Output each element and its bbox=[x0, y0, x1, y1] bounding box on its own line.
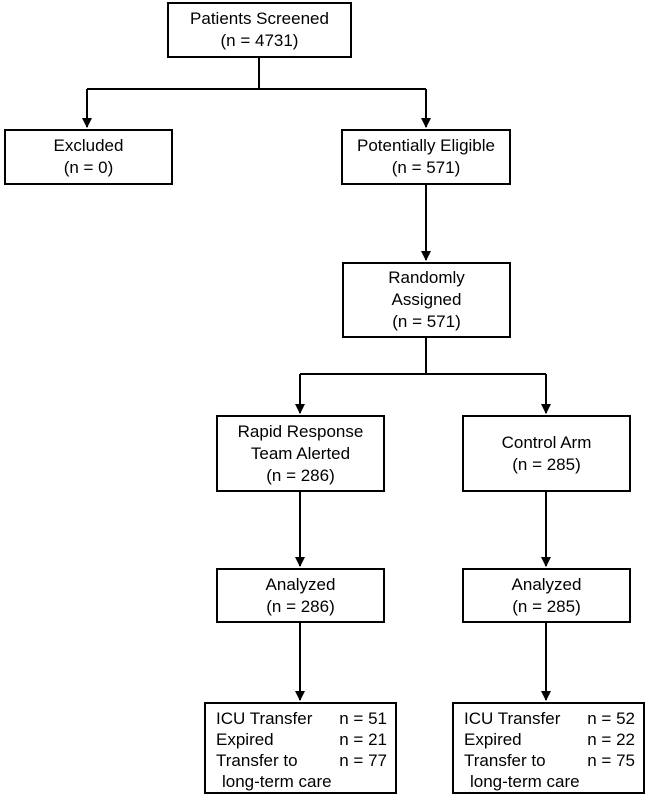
outcomes-rrt-box: ICU Transfer n = 51 Expired n = 21 Trans… bbox=[204, 702, 397, 794]
outcome-row-long-term-care: Transfer to n = 77 bbox=[216, 750, 387, 771]
outcome-count: n = 21 bbox=[339, 730, 387, 749]
outcome-label-continuation: long-term care bbox=[222, 772, 332, 791]
excluded-title: Excluded bbox=[53, 136, 124, 155]
rrt-count: (n = 286) bbox=[266, 465, 335, 485]
outcome-label-continuation: long-term care bbox=[470, 772, 580, 791]
outcome-count: n = 77 bbox=[339, 751, 387, 770]
excluded-count: (n = 0) bbox=[63, 158, 114, 177]
screened-title: Patients Screened bbox=[190, 9, 329, 28]
randomly-assigned-box: Randomly Assigned (n = 571) bbox=[342, 262, 511, 338]
outcome-label: Expired bbox=[216, 730, 274, 749]
rrt-line1: Rapid Response bbox=[237, 421, 364, 441]
analyzed-control-box: Analyzed (n = 285) bbox=[462, 568, 631, 623]
rapid-response-team-box: Rapid Response Team Alerted (n = 286) bbox=[216, 415, 385, 492]
outcome-row-long-term-care: Transfer to n = 75 bbox=[464, 750, 635, 771]
analyzed-rrt-box: Analyzed (n = 286) bbox=[216, 568, 385, 623]
outcome-count: n = 22 bbox=[587, 730, 635, 749]
control-title: Control Arm bbox=[501, 432, 592, 452]
eligible-title: Potentially Eligible bbox=[357, 136, 495, 155]
outcome-label: Expired bbox=[464, 730, 522, 749]
outcome-count: n = 51 bbox=[339, 709, 387, 728]
randomized-line1: Randomly bbox=[388, 268, 465, 287]
randomized-line2: Assigned bbox=[391, 290, 462, 309]
analyzed-rrt-title: Analyzed bbox=[265, 574, 336, 594]
outcome-label: ICU Transfer bbox=[216, 709, 313, 728]
outcome-label: ICU Transfer bbox=[464, 709, 561, 728]
outcome-row-icu-transfer: ICU Transfer n = 51 bbox=[216, 708, 387, 729]
potentially-eligible-box: Potentially Eligible (n = 571) bbox=[341, 129, 511, 185]
outcomes-control-box: ICU Transfer n = 52 Expired n = 22 Trans… bbox=[452, 702, 645, 794]
outcome-row-icu-transfer: ICU Transfer n = 52 bbox=[464, 708, 635, 729]
excluded-box: Excluded (n = 0) bbox=[4, 129, 173, 185]
analyzed-control-title: Analyzed bbox=[511, 574, 582, 594]
outcome-count: n = 75 bbox=[587, 751, 635, 770]
outcome-row-expired: Expired n = 22 bbox=[464, 729, 635, 750]
analyzed-control-count: (n = 285) bbox=[512, 596, 581, 616]
eligible-count: (n = 571) bbox=[391, 158, 461, 177]
patients-screened-box: Patients Screened (n = 4731) bbox=[167, 2, 352, 58]
outcome-count: n = 52 bbox=[587, 709, 635, 728]
randomized-count: (n = 571) bbox=[392, 312, 461, 331]
outcome-row-expired: Expired n = 21 bbox=[216, 729, 387, 750]
screened-count: (n = 4731) bbox=[220, 31, 299, 50]
rrt-line2: Team Alerted bbox=[250, 443, 351, 463]
control-count: (n = 285) bbox=[512, 454, 581, 474]
control-arm-box: Control Arm (n = 285) bbox=[462, 415, 631, 492]
outcome-label: Transfer to bbox=[216, 751, 298, 770]
analyzed-rrt-count: (n = 286) bbox=[266, 596, 335, 616]
outcome-label: Transfer to bbox=[464, 751, 546, 770]
